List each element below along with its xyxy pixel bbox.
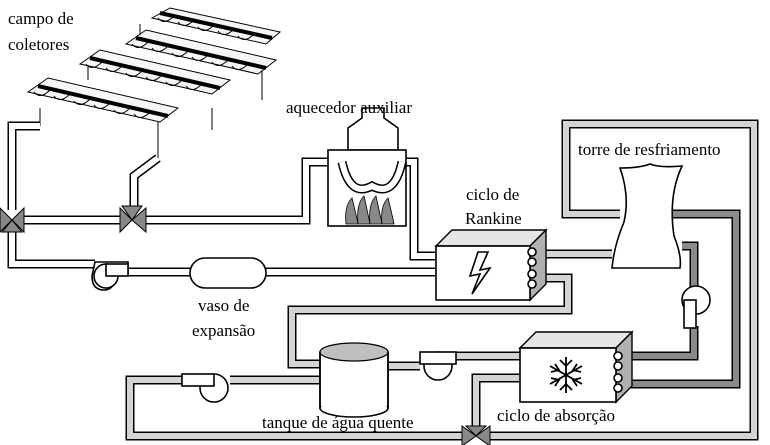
pump-cooling-loop (681, 285, 711, 329)
collector-field (26, 7, 282, 158)
lightning-icon (468, 251, 492, 295)
collector-row-2 (78, 49, 232, 95)
collector-row-4 (150, 7, 282, 45)
absorption-cycle-box (518, 330, 634, 404)
hot-water-tank (319, 342, 389, 418)
snowflake-icon (549, 357, 583, 393)
label-rankine-2: Rankine (465, 209, 522, 228)
pump-collector-loop (91, 261, 129, 291)
label-cooling-tower: torre de resfriamento (578, 140, 721, 159)
label-collector-field-2: coletores (8, 35, 69, 54)
flame-icon (345, 195, 395, 225)
collector-row-1 (26, 77, 180, 123)
three-way-valve-middle (119, 205, 147, 234)
label-absorption-cycle: ciclo de absorção (497, 406, 615, 425)
label-hot-water-tank: tanque de água quente (262, 413, 414, 432)
label-collector-field-1: campo de (8, 9, 74, 28)
label-aux-heater: aquecedor auxiliar (286, 98, 412, 117)
label-expansion-2: expansão (192, 321, 255, 340)
cooling-tower (611, 163, 684, 269)
label-expansion-1: vaso de (198, 296, 249, 315)
expansion-vessel (189, 257, 267, 289)
pipe-network (7, 119, 759, 441)
pump-absorption-loop (419, 351, 457, 381)
three-way-valve-bottom (461, 425, 491, 445)
collector-row-3 (124, 29, 278, 75)
three-way-valve-left (0, 206, 25, 234)
pump-bottom-left (181, 373, 229, 403)
rankine-cycle-box (434, 228, 548, 302)
label-rankine-1: ciclo de (466, 185, 519, 204)
auxiliary-heater (327, 107, 407, 227)
